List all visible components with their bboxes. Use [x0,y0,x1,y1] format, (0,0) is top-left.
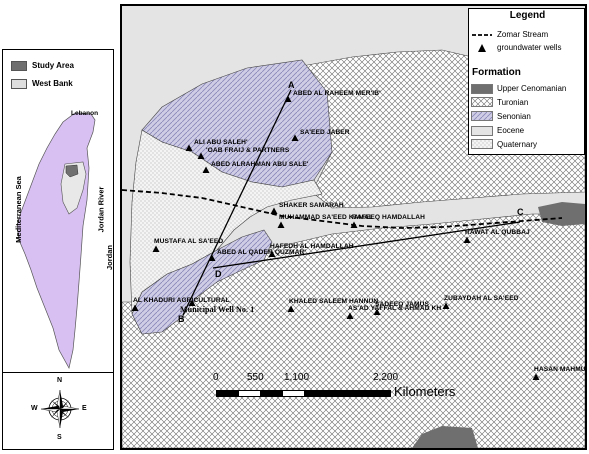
well-label: ABED AL QADER QUZMAR' [217,249,307,256]
well-label: SHAKER SAMARAH [279,202,344,209]
well-label: RAFEEQ HAMDALLAH [352,214,426,221]
study-area-swatch [11,61,27,71]
well-marker[interactable] [131,304,139,312]
scale-unit: Kilometers [394,384,456,399]
section-label-d: D [215,269,222,279]
zomar-stream-line [122,189,563,229]
scale-tick-1100: 1,100 [284,372,310,383]
well-marker[interactable] [463,236,471,244]
well-marker[interactable] [346,312,354,320]
well-marker[interactable] [202,166,210,174]
turonian-swatch [471,97,493,107]
well-label: KHALED SALEEM HANNUN [289,298,379,305]
west-bank-area [60,161,87,215]
well-label: AS'AD YAFFAL & AHMAD KH [348,305,442,312]
well-label: AL KHADURI AGRICULTURAL [133,297,230,304]
cenomanian-swatch [471,84,493,94]
well-marker[interactable] [291,134,299,142]
cross-sections [182,89,521,316]
compass-w: W [31,405,38,412]
senonian-swatch [471,111,493,121]
well-label: 'OAB FRAIJ & PARTNERS [206,147,290,154]
well-marker[interactable] [208,254,216,262]
compass-box: N S E W [2,372,114,450]
well-marker[interactable] [350,221,358,229]
main-map: A B C D ABED AL RAHEEM MER'IB' SA'EED JABER AL… [120,4,587,450]
study-area-label: Study Area [32,61,74,70]
cenomanian-zone-east [538,202,585,226]
legend-cenomanian-label: Upper Cenomanian [497,84,567,93]
well-triangle-icon [478,44,486,52]
well-label: Municipal Well No. 1 [180,305,255,314]
legend-turonian-label: Turonian [497,98,529,107]
well-marker[interactable] [284,95,292,103]
quaternary-swatch [471,139,493,149]
compass-e: E [82,405,87,412]
legend-panel: Legend Zomar Stream groundwater wells Fo… [468,8,585,155]
cenomanian-zone-south [412,426,478,448]
well-label: ALI ABU SALEH' [194,139,248,146]
legend-wells-label: groundwater wells [497,43,562,52]
well-label: RAWAT AL QUBBAJ [465,229,530,236]
section-label-a: A [288,80,295,90]
well-marker[interactable] [287,305,295,313]
formation-title: Formation [472,67,521,78]
well-marker[interactable] [152,245,160,253]
well-marker[interactable] [373,308,381,316]
well-label: ABED AL RAHEEM MER'IB' [293,90,381,97]
well-marker[interactable] [277,221,285,229]
study-area-area [65,164,79,178]
legend-quaternary-label: Quaternary [497,140,538,149]
mediterranean-sea-label: Mediterranean Sea [13,176,23,243]
section-line-dc [212,221,521,269]
section-label-b: B [178,314,185,324]
jordan-label: Jordan [105,244,115,271]
legend-senonian-label: Senonian [497,112,531,121]
section-label-c: C [517,207,524,217]
well-label: SA'EED JABER [300,129,350,136]
scale-seg-5 [304,390,391,397]
jordan-river-label: Jordan River [96,186,106,233]
scale-tick-2200: 2,200 [373,372,399,383]
lebanon-label: Lebanon [71,110,99,117]
israel-palestine-outline [16,112,96,369]
legend-eocene-label: Eocene [497,126,525,135]
section-line-ab [182,89,292,316]
well-marker[interactable] [188,299,196,307]
scale-tick-550: 550 [247,372,264,383]
west-bank-swatch [11,79,27,89]
quaternary-zone [129,129,323,315]
eocene-swatch [471,126,493,136]
scale-seg-1 [216,390,239,397]
well-marker[interactable] [270,207,278,215]
legend-stream-label: Zomar Stream [497,30,549,39]
well-label: ZUBAYDAH AL SA'EED [444,295,519,302]
well-label: ABED ALRAHMAN ABU SALE' [211,161,309,168]
geology-map [122,6,585,448]
well-marker[interactable] [197,152,205,160]
scale-seg-4 [282,390,305,397]
land-area [16,112,96,369]
west-bank-label: West Bank [32,79,73,88]
well-marker[interactable] [442,302,450,310]
well-label: MUSTAFA AL SA'EED [154,238,224,245]
compass-rose-icon [40,389,80,429]
well-marker[interactable] [532,373,540,381]
legend-title: Legend [509,10,546,21]
compass-n: N [57,377,63,384]
well-marker[interactable] [268,250,276,258]
well-label: SADEEQ JAMUS [375,301,429,308]
scale-seg-2 [238,390,261,397]
well-label: MUHAMMAD SA'EED KAMAL [279,214,374,221]
compass-s: S [57,434,62,441]
scale-seg-3 [260,390,283,397]
well-label: HASAN MAHMUD KHALEEL [534,366,586,373]
wells [131,95,540,381]
scale-tick-0: 0 [213,372,219,383]
well-label: HAFEDH AL HAMDALLAH [270,243,354,250]
stream-dash-icon [472,34,492,36]
well-marker[interactable] [185,144,193,152]
